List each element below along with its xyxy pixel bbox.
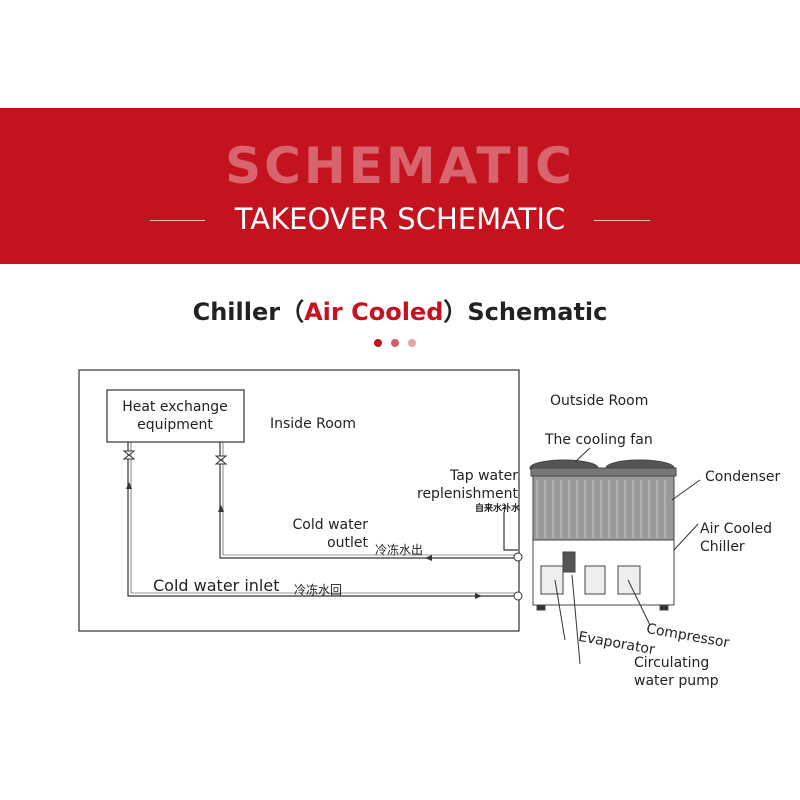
- arrow-inlet-right: [475, 593, 482, 599]
- title-suffix: ）Schematic: [443, 298, 608, 326]
- banner-rule-right: [594, 220, 650, 221]
- outlet-pipe: [219, 442, 518, 559]
- label-tap-water-cn: 自来水补水: [475, 504, 521, 514]
- fan-deck: [530, 467, 677, 477]
- circulating-pump: [562, 551, 576, 573]
- indicator-dot-2: [391, 339, 399, 347]
- evaporator: [540, 565, 564, 595]
- title-highlight: Air Cooled: [304, 298, 444, 326]
- outlet-valve: [513, 552, 523, 562]
- label-air-cooled-chiller: Air Cooled Chiller: [700, 521, 772, 555]
- arrow-outlet-left: [425, 555, 432, 561]
- label-circulating-pump: Circulating water pump: [634, 655, 719, 689]
- chiller-leg-right: [659, 604, 669, 611]
- label-tap-water: Tap water replenishment: [417, 468, 518, 502]
- leader-evaporator: [554, 579, 566, 641]
- inlet-valve: [513, 591, 523, 601]
- label-outside-room: Outside Room: [550, 393, 649, 409]
- inlet-pipe-inner: [130, 442, 520, 594]
- label-cold-water-outlet: Cold water outlet: [292, 517, 368, 551]
- leader-cooling-fan: [574, 447, 591, 463]
- label-cold-water-inlet-cn: 冷冻水回: [294, 583, 343, 597]
- label-inside-room: Inside Room: [270, 416, 357, 432]
- compressor-1: [584, 565, 606, 595]
- compressor-2: [617, 565, 641, 595]
- tap-water-pipe: [503, 512, 518, 551]
- indicator-dot-3: [408, 339, 416, 347]
- leader-air-cooled-chiller: [673, 523, 699, 551]
- title-prefix: Chiller（: [192, 298, 305, 326]
- arrow-outlet-up: [218, 505, 224, 512]
- condenser-coil: [532, 475, 675, 541]
- label-cold-water-outlet-cn: 冷冻水出: [375, 543, 424, 557]
- chiller-unit: [529, 459, 677, 611]
- chiller-leg-left: [536, 604, 546, 611]
- page-title: Chiller（Air Cooled）Schematic: [0, 292, 800, 327]
- arrow-inlet-up: [126, 482, 132, 489]
- label-heat-exchange: Heat exchange equipment: [122, 399, 228, 433]
- valve-left: [122, 450, 136, 460]
- valve-right: [214, 455, 228, 465]
- heat-exchange-box: [106, 389, 245, 443]
- banner-rule-left: [150, 220, 205, 221]
- label-condenser: Condenser: [705, 469, 781, 485]
- banner-subtitle: TAKEOVER SCHEMATIC: [234, 202, 566, 236]
- indicator-dot-1: [374, 339, 382, 347]
- inside-room-boundary: [78, 369, 520, 632]
- header-banner: [0, 108, 800, 264]
- outlet-pipe-inner: [222, 442, 518, 556]
- label-cold-water-inlet: Cold water inlet: [153, 576, 280, 595]
- inlet-pipe: [127, 442, 520, 597]
- leader-condenser: [671, 479, 701, 501]
- banner-watermark: SCHEMATIC: [225, 137, 575, 195]
- label-cooling-fan: The cooling fan: [545, 432, 653, 448]
- leader-pump: [571, 574, 581, 665]
- leader-compressor: [627, 579, 651, 626]
